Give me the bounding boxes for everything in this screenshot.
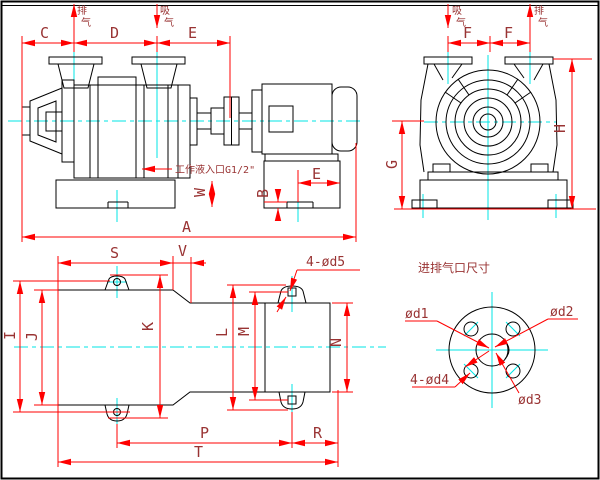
dim-label-f2: F: [504, 24, 513, 42]
side-view-dimensions: [21, 4, 357, 242]
pump-outline: [21, 56, 198, 179]
exhaust-label-char2: 气: [81, 16, 91, 29]
plan-view-dimensions: [13, 256, 360, 467]
plan-view: S V I J K L M N P R T 4-ød5: [1, 242, 386, 467]
dim-label-f1: F: [463, 24, 472, 42]
suction-port-neck: [140, 63, 178, 89]
front-suction-char1: 吸: [452, 6, 462, 17]
dim-label-d4: 4-ød4: [410, 373, 449, 388]
flange-view-title: 进排气口尺寸: [418, 260, 490, 275]
side-view: C D E A E W B 排 气 吸 气 工作液入口G1/2": [8, 4, 362, 242]
pump-base: [55, 179, 176, 209]
motor-base: [263, 160, 341, 209]
dim-label-n: N: [327, 338, 345, 347]
mount-lug: [104, 275, 130, 291]
suction-label-char2: 气: [164, 16, 174, 29]
front-exhaust-flange: [504, 56, 554, 65]
flange-outline: [448, 306, 536, 394]
dim-label-m: M: [235, 327, 253, 336]
dim-label-w: W: [191, 187, 209, 197]
exhaust-flange: [48, 56, 103, 65]
dim-label-d2: ød2: [550, 305, 573, 320]
flange-outer-circle: [448, 306, 536, 394]
dim-label-e2: E: [312, 165, 321, 183]
dim-label-t: T: [194, 443, 203, 461]
mount-lug: [278, 391, 306, 410]
bolt-hole: [505, 321, 521, 337]
front-view-dimensions: [392, 4, 596, 210]
hole-leader: [289, 269, 298, 292]
exhaust-port-neck: [57, 63, 95, 89]
suction-label-char1: 吸: [160, 6, 170, 17]
terminal-box: [268, 105, 294, 133]
volute-outline: [411, 56, 574, 209]
dim-label-d: D: [110, 24, 119, 42]
mount-lug: [104, 404, 130, 422]
dim-label-e: E: [188, 24, 197, 42]
front-view: F F G H 吸 气 排 气: [383, 4, 596, 220]
plan-outline: [57, 275, 331, 422]
dim-label-d3: ød3: [518, 393, 541, 408]
dim-label-b: B: [254, 189, 272, 198]
motor: [251, 83, 358, 209]
front-exhaust-char1: 排: [534, 4, 544, 17]
dim-label-s: S: [110, 244, 119, 262]
flange-detail-view: 进排气口尺寸 ød1 ød2 ød3 4-ød4: [405, 260, 578, 408]
dim-label-a: A: [182, 218, 191, 236]
dim-label-j: J: [23, 332, 41, 341]
dim-label-h: H: [551, 124, 569, 133]
dim-label-r: R: [313, 424, 323, 442]
dim-label-c: C: [40, 24, 49, 42]
bolt-hole: [463, 321, 479, 337]
suction-flange: [131, 56, 186, 65]
dim-label-p: P: [200, 424, 209, 442]
front-suction-char2: 气: [456, 16, 466, 29]
holes-label: 4-ød5: [306, 255, 345, 270]
exhaust-label-char1: 排: [77, 4, 87, 17]
inlet-label: 工作液入口G1/2": [175, 163, 255, 176]
flange-bore: [475, 333, 509, 367]
dim-label-l: L: [213, 328, 231, 337]
dim-label-g: G: [383, 160, 401, 169]
dim-label-i: I: [1, 331, 19, 340]
dim-label-v: V: [178, 242, 187, 260]
dim-label-k: K: [139, 322, 157, 331]
flange-leaders: [405, 318, 578, 394]
front-exhaust-char2: 气: [538, 16, 548, 29]
front-suction-flange: [423, 56, 473, 65]
hole-leader: [276, 296, 287, 313]
front-base: [419, 179, 568, 209]
dim-label-d1: ød1: [405, 307, 428, 322]
